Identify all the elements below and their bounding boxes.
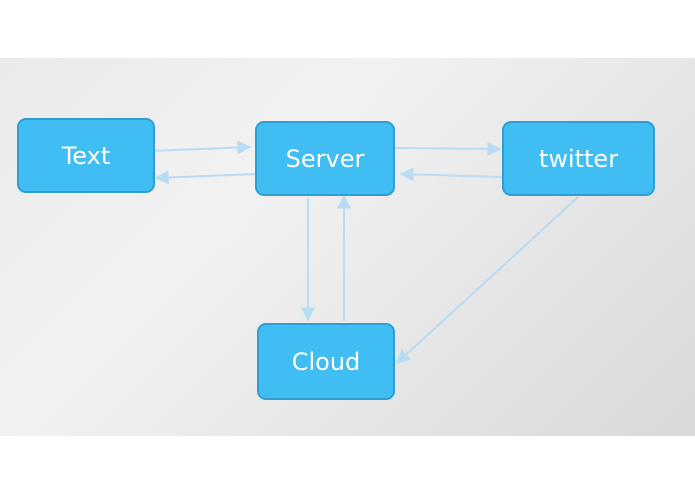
edge-twitter-to-server xyxy=(399,167,503,182)
edge-server-to-text xyxy=(154,170,256,185)
node-label: twitter xyxy=(538,144,619,173)
node-label: Cloud xyxy=(291,347,361,376)
node-twitter[interactable]: twitter xyxy=(502,121,655,196)
node-cloud[interactable]: Cloud xyxy=(257,323,395,400)
node-label: Server xyxy=(285,144,365,173)
node-text[interactable]: Text xyxy=(17,118,155,193)
edge-server-to-twitter xyxy=(394,141,502,156)
node-server[interactable]: Server xyxy=(255,121,395,196)
edge-twitter-to-cloud xyxy=(395,196,579,364)
node-label: Text xyxy=(61,141,111,170)
edge-text-to-server xyxy=(149,140,252,155)
diagram-canvas: Text Server twitter Cloud xyxy=(0,58,695,436)
